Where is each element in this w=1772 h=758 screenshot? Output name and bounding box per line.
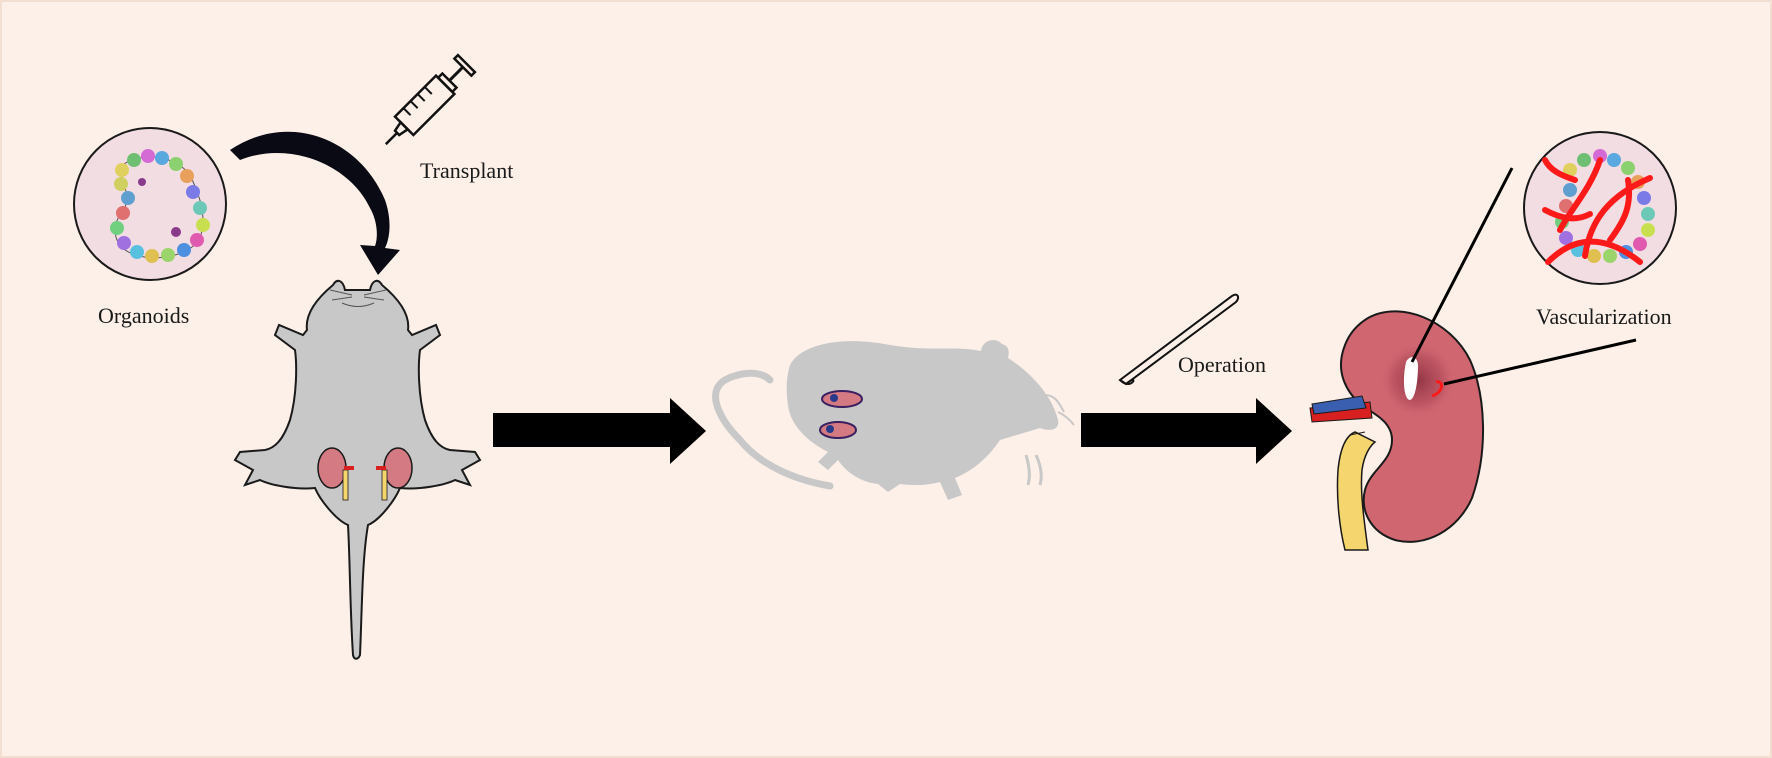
mouse-side-view <box>712 340 1075 500</box>
curved-arrow-icon <box>230 131 400 275</box>
kidney-illustration <box>1309 310 1485 551</box>
transplant-label: Transplant <box>420 158 513 183</box>
ureter <box>1336 431 1377 551</box>
vascularization-label: Vascularization <box>1536 304 1672 329</box>
blood-vessels <box>1542 157 1653 265</box>
syringe-icon <box>384 53 477 146</box>
organoid-dish <box>73 127 227 281</box>
renal-vein <box>1311 395 1367 415</box>
scalpel-icon <box>1118 293 1240 386</box>
organoids-label: Organoids <box>98 303 189 328</box>
organoid-ring <box>110 149 210 263</box>
implant-site <box>1380 342 1456 418</box>
leader-line <box>1443 338 1637 386</box>
mouse-top-view <box>233 279 482 660</box>
vascularized-organoid-dish <box>1523 131 1677 285</box>
leader-line <box>1410 167 1514 363</box>
right-arrow-icon <box>1081 398 1292 464</box>
operation-label: Operation <box>1178 352 1266 377</box>
right-arrow-icon <box>493 398 706 464</box>
